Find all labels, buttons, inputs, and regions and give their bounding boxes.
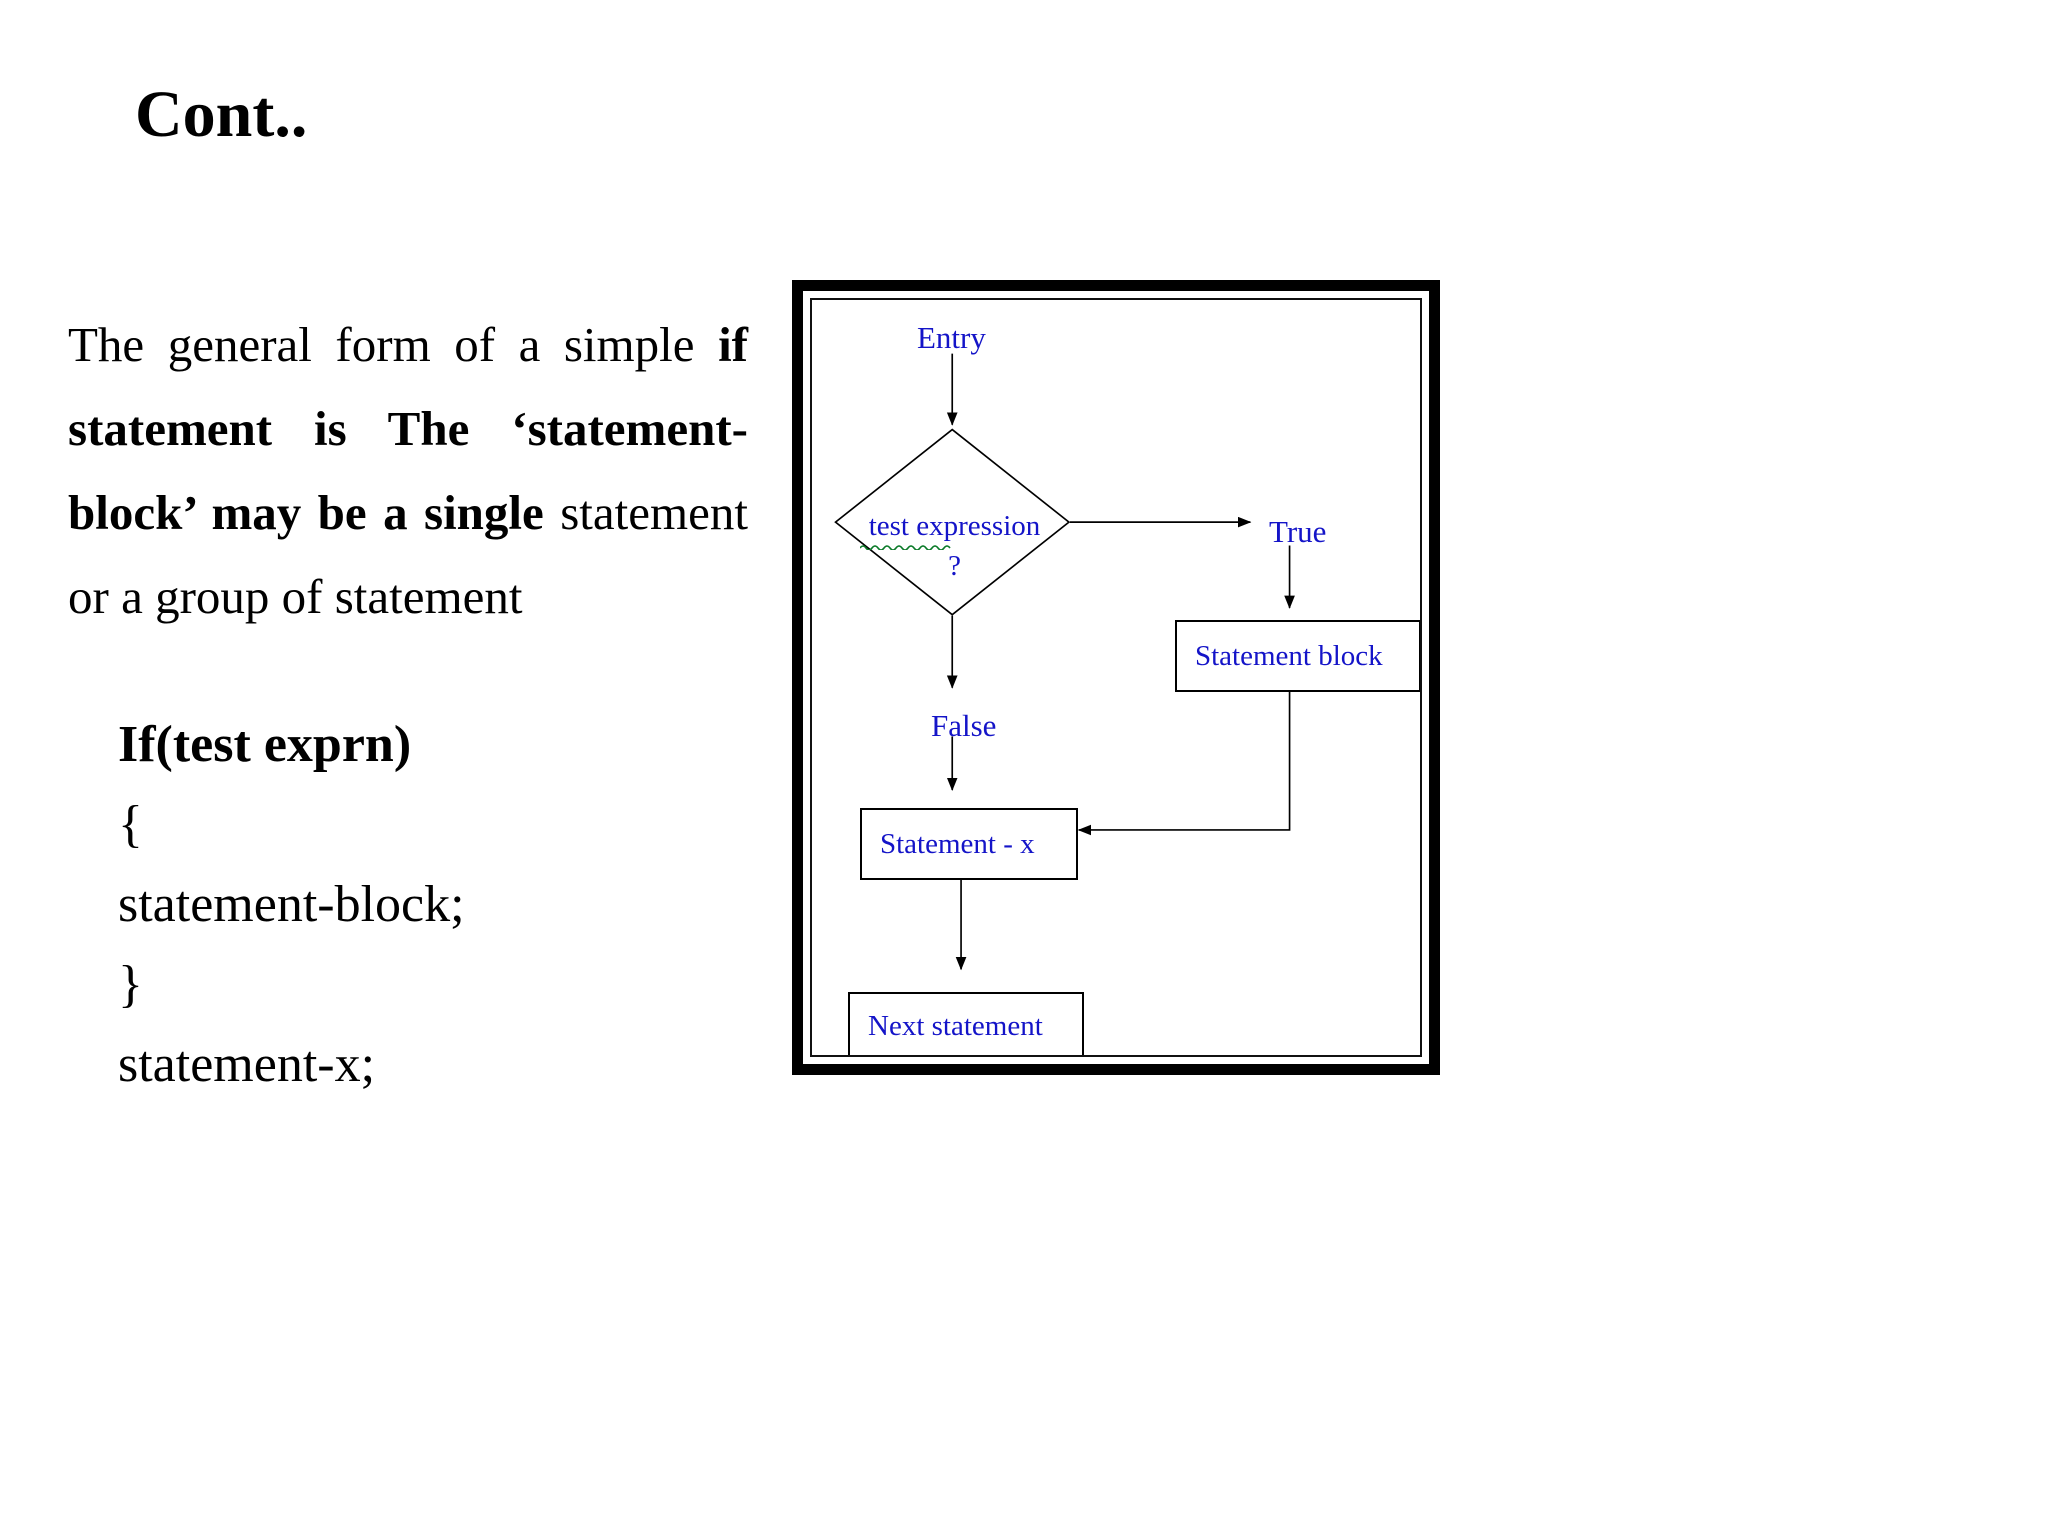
body-segment-2: if statement is The ‘statement-block’ ma… (68, 317, 748, 540)
decision-node-text: test expression ? (847, 506, 1062, 586)
flowchart-node-next-statement: Next statement (848, 992, 1084, 1055)
code-block: If(test exprn) { statement-block; } stat… (118, 705, 758, 1105)
code-line-statement-x: statement-x; (118, 1036, 376, 1093)
flowchart-node-statement-x: Statement - x (860, 808, 1078, 880)
flowchart-inner-border: Entry True False test expression ? State… (810, 298, 1422, 1057)
flowchart-true-label: True (1269, 514, 1327, 549)
body-segment-3: statement or a group of statement (68, 485, 748, 624)
body-segment-1: The general form of a simple (68, 317, 719, 372)
flowchart-node-statement-x-label: Statement - x (880, 827, 1035, 860)
flowchart-entry-label: Entry (917, 320, 986, 355)
decision-text-line-1: test expression (868, 510, 1041, 542)
flowchart-connectors (812, 300, 1420, 1055)
decision-diamond (834, 428, 1071, 616)
spellcheck-squiggle-icon (860, 545, 951, 550)
code-line-open-brace: { (118, 796, 143, 853)
code-line-statement-block: statement-block; (118, 876, 465, 933)
decision-text-line-2: ? (948, 550, 961, 582)
code-line-close-brace: } (118, 956, 143, 1013)
flowchart-node-next-statement-label: Next statement (868, 1009, 1043, 1042)
flowchart-node-statement-block: Statement block (1175, 620, 1420, 692)
flowchart-frame: Entry True False test expression ? State… (792, 280, 1440, 1075)
code-line-if: If(test exprn) (118, 716, 412, 773)
flowchart-node-statement-block-label: Statement block (1195, 639, 1383, 672)
body-paragraph: The general form of a simple if statemen… (68, 303, 748, 639)
flowchart-false-label: False (931, 708, 997, 743)
page-title: Cont.. (135, 78, 308, 151)
